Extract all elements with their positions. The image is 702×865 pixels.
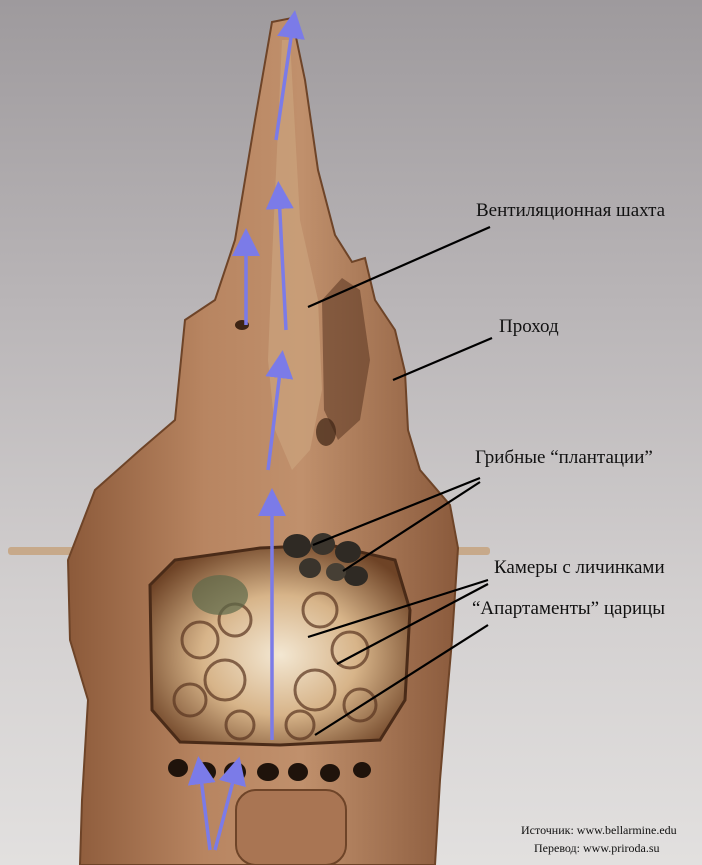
leader-passage	[393, 338, 492, 380]
label-larva-chambers: Камеры с личинками	[494, 557, 665, 579]
translation-credit: Перевод: www.priroda.su	[534, 841, 660, 856]
source-credit: Источник: www.bellarmine.edu	[521, 823, 677, 838]
base-pillar	[236, 790, 346, 865]
label-fungus-gardens: Грибные “плантации”	[475, 447, 653, 469]
label-queen-chamber: “Апартаменты” царицы	[472, 598, 665, 620]
label-ventilation-shaft: Вентиляционная шахта	[476, 200, 665, 222]
green-moss	[192, 575, 248, 615]
label-passage: Проход	[499, 316, 559, 338]
hole	[316, 418, 336, 446]
